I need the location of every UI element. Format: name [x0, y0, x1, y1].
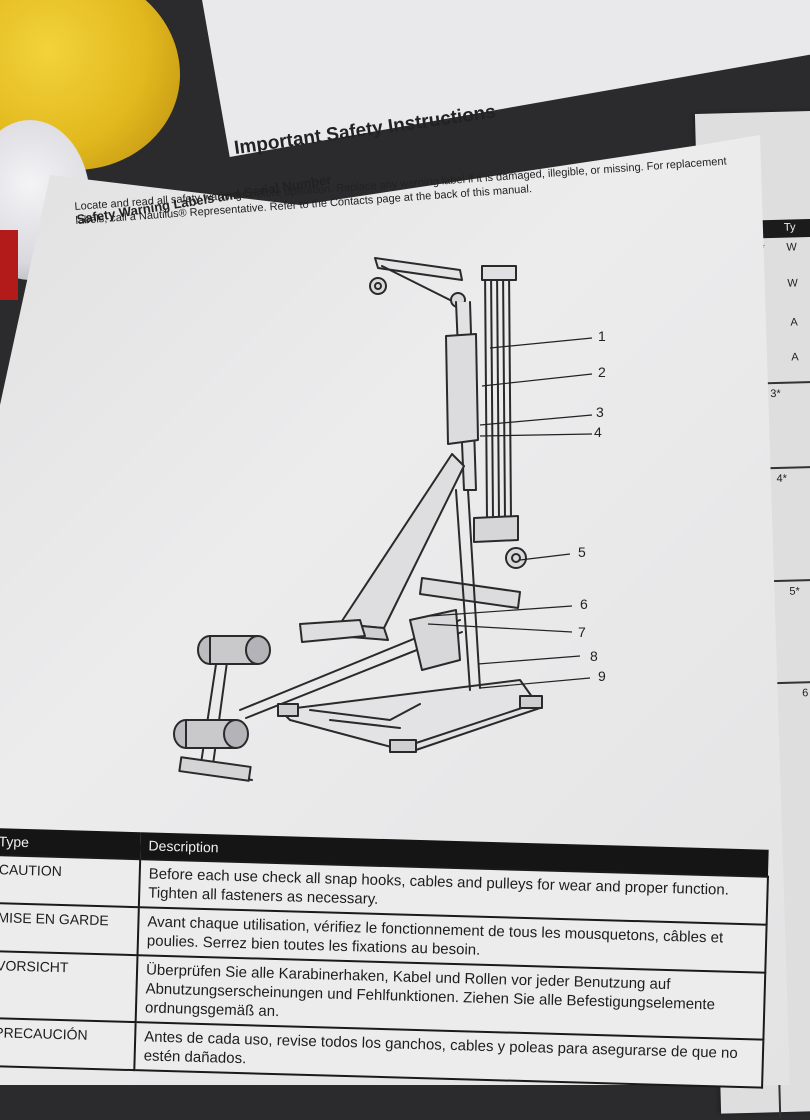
- side-label: W: [787, 277, 798, 290]
- side-label: 3*: [770, 387, 781, 401]
- callout-3: 3: [596, 404, 604, 420]
- red-object: [0, 230, 18, 300]
- callout-1: 1: [598, 328, 606, 344]
- callout-4: 4: [594, 424, 602, 440]
- type-cell: PRECAUCIÓN: [0, 1017, 136, 1071]
- callout-7: 7: [578, 624, 586, 640]
- side-label: W: [786, 241, 798, 254]
- type-column-header: Type: [0, 828, 141, 860]
- home-gym-diagram: [173, 257, 593, 782]
- callout-5: 5: [578, 544, 586, 560]
- callout-2: 2: [598, 364, 606, 380]
- warning-table-wrapper: Type Description CAUTION Before each use…: [0, 828, 780, 1110]
- warning-table: Type Description CAUTION Before each use…: [0, 828, 770, 1089]
- side-label: 5*: [789, 585, 801, 598]
- type-cell: VORSICHT: [0, 950, 138, 1023]
- side-label: A: [790, 316, 798, 329]
- type-cell: MISE EN GARDE: [0, 902, 139, 956]
- callout-6: 6: [580, 596, 588, 612]
- callout-9: 9: [598, 668, 606, 684]
- type-cell: CAUTION: [0, 855, 141, 908]
- side-label: 6: [801, 687, 809, 700]
- callout-8: 8: [590, 648, 598, 664]
- side-page-header: Ty: [783, 221, 796, 234]
- side-label: A: [791, 351, 799, 364]
- side-label: 4*: [776, 472, 788, 485]
